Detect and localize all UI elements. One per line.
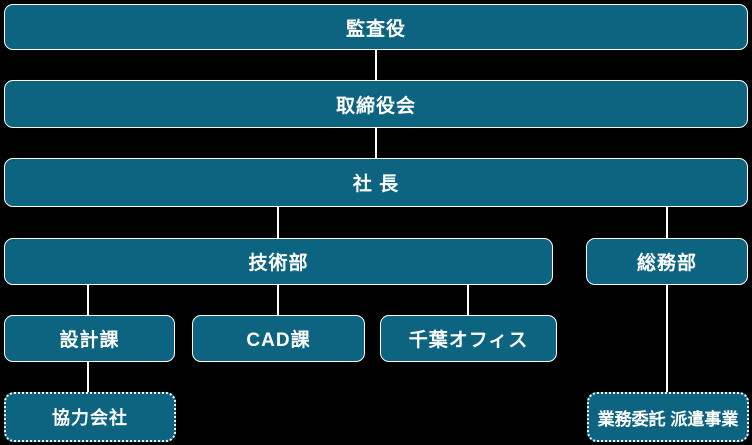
- connector-engineering-chiba: [467, 285, 469, 315]
- connector-general-affairs-outsourcing: [666, 285, 668, 392]
- node-outsourcing-dispatch: 業務委託 派遣事業: [587, 392, 749, 442]
- connector-board-president: [375, 128, 377, 158]
- node-board-of-directors: 取締役会: [4, 80, 748, 128]
- node-cad-section: CAD課: [192, 315, 365, 362]
- connector-design-partner: [87, 362, 89, 392]
- node-auditor: 監査役: [4, 4, 748, 50]
- node-design-section: 設計課: [4, 315, 175, 362]
- connector-auditor-board: [375, 50, 377, 80]
- connector-president-engineering: [277, 207, 279, 238]
- connector-engineering-design: [87, 285, 89, 315]
- connector-engineering-cad: [277, 285, 279, 315]
- connector-president-general-affairs: [666, 207, 668, 238]
- node-engineering-dept: 技術部: [4, 238, 553, 285]
- node-chiba-office: 千葉オフィス: [380, 315, 557, 362]
- node-president: 社 長: [4, 158, 748, 207]
- node-partner-companies: 協力会社: [4, 392, 176, 442]
- node-general-affairs-dept: 総務部: [586, 238, 748, 285]
